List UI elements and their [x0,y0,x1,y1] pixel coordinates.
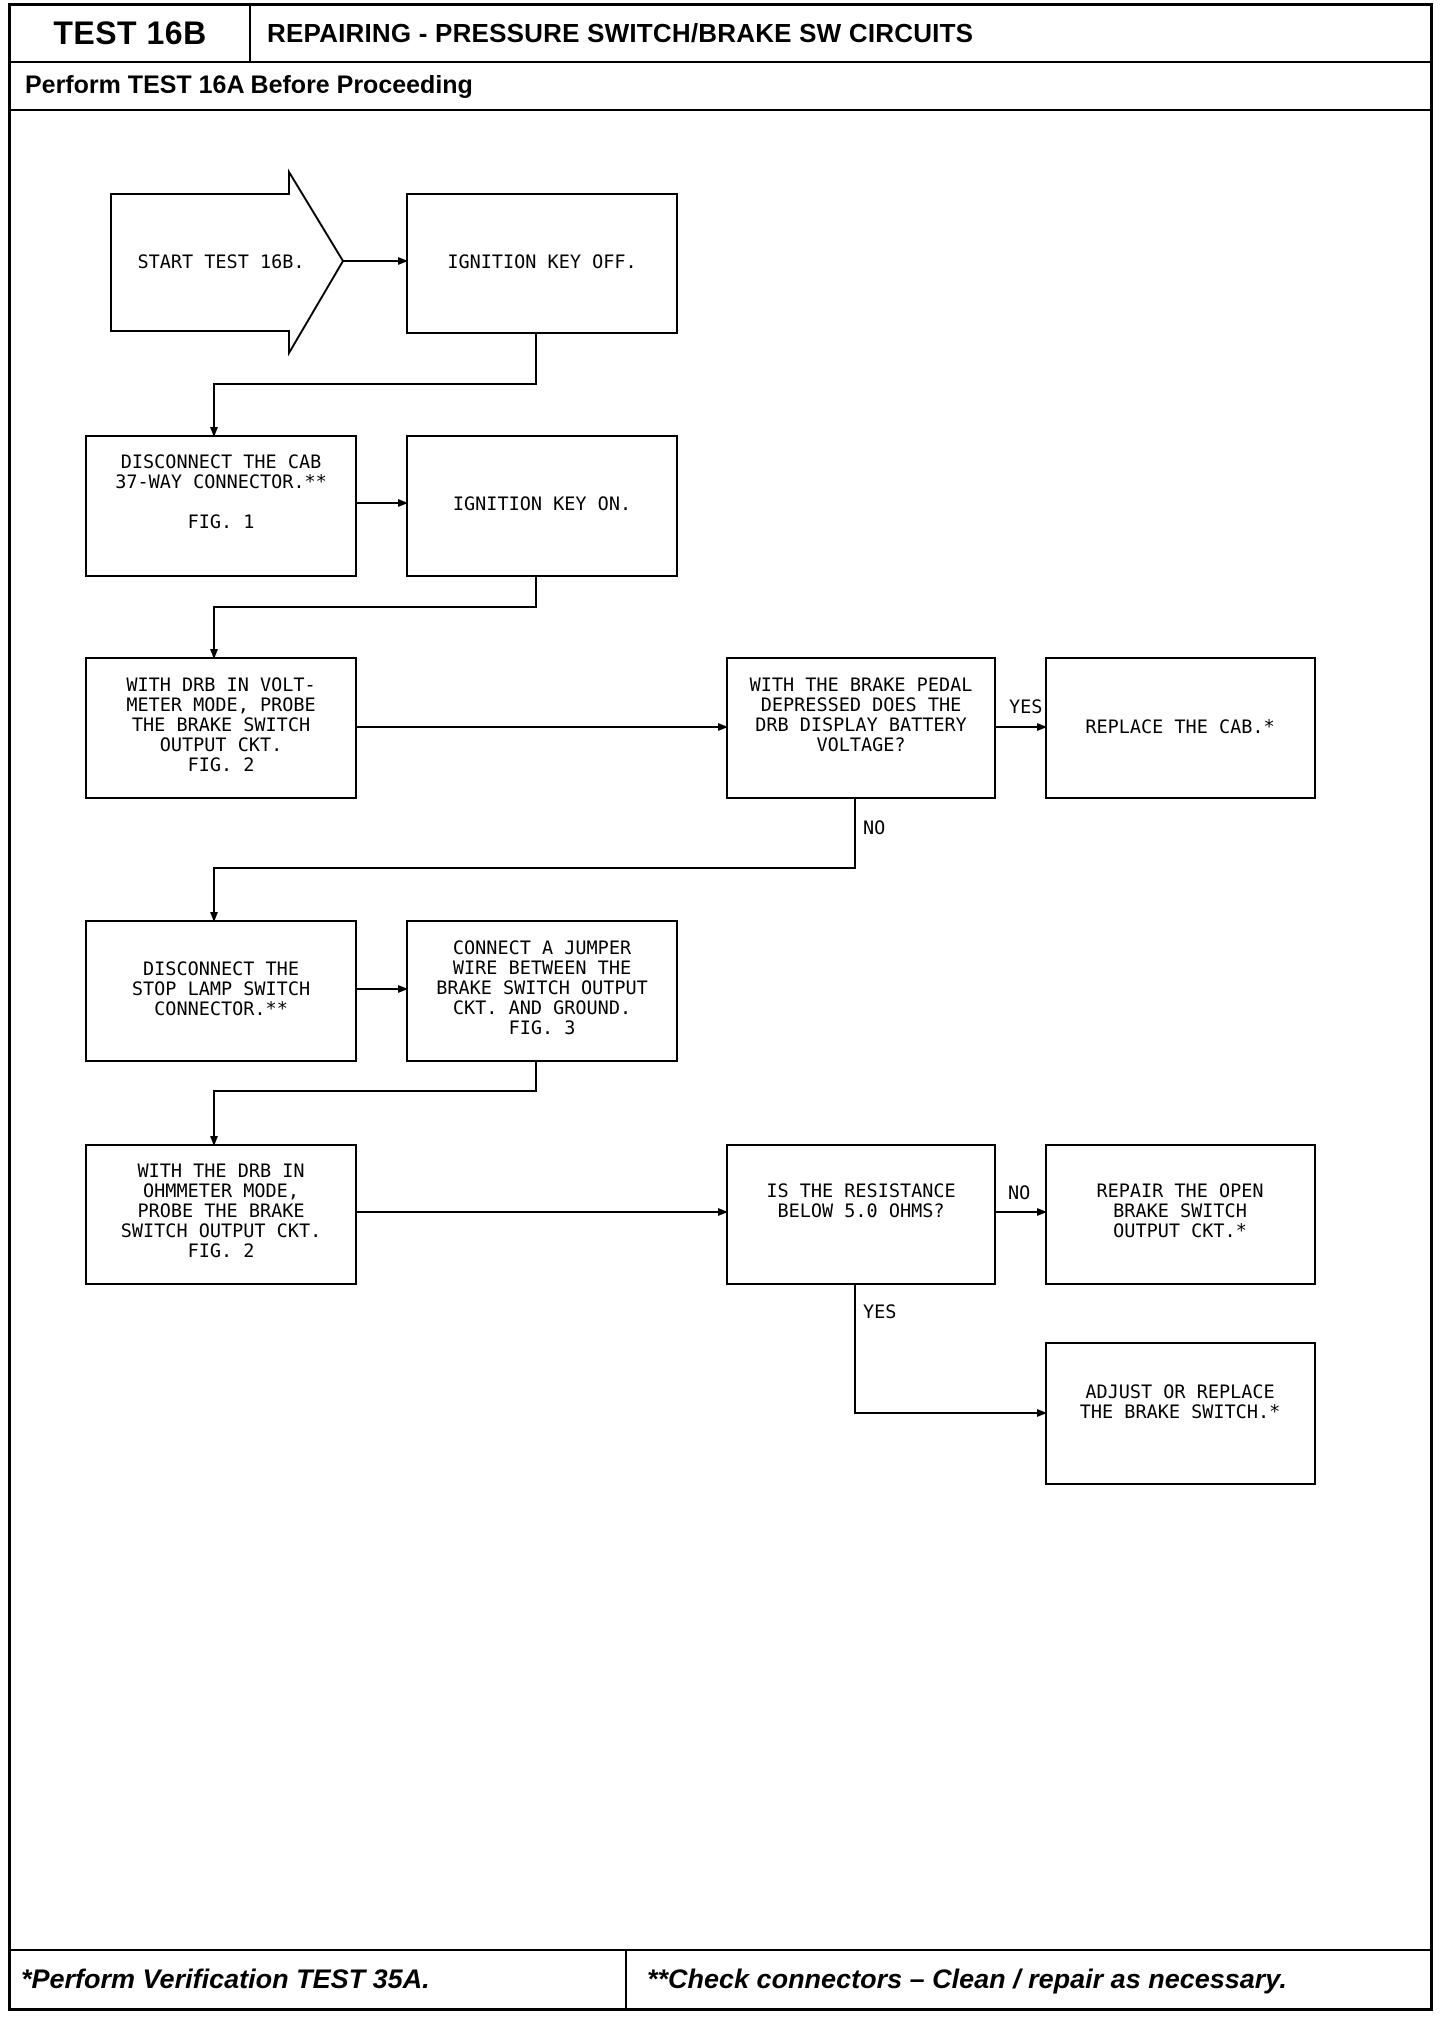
label-line: START TEST 16B. [137,252,304,273]
footer: *Perform Verification TEST 35A. **Check … [11,1949,1430,2008]
label-line: WITH THE BRAKE PEDAL [750,675,973,696]
label-line: REPAIR THE OPEN [1096,1181,1263,1202]
label-line: IS THE RESISTANCE [766,1181,955,1202]
label-yes-resistance: YES [863,1302,896,1323]
connector-no-to-disc-stop [210,798,856,922]
label-line: FIG. 2 [188,755,255,776]
text-ignition-off: IGNITION KEY OFF. [447,252,636,273]
label-line: IGNITION KEY OFF. [447,252,636,273]
label-line: DISCONNECT THE CAB [121,452,321,473]
label-line: WITH DRB IN VOLT- [126,675,315,696]
start-arrow-shape [110,168,345,357]
label-line: FIG. 2 [188,1241,255,1262]
label-line: CONNECT A JUMPER [453,938,632,959]
text-start: START TEST 16B. [137,252,304,273]
label-no-resistance: NO [1008,1183,1030,1204]
box-disconnect-stop-lamp [85,920,357,1062]
label-line: PROBE THE BRAKE [137,1201,304,1222]
connector-ignon-to-probevolt [210,576,537,659]
label-line: REPLACE THE CAB.* [1085,717,1274,738]
label-line: DEPRESSED DOES THE [761,695,961,716]
label-line: OUTPUT CKT.* [1113,1221,1247,1242]
label-line: SWITCH OUTPUT CKT. [121,1221,321,1242]
label-line: WITH THE DRB IN [137,1161,304,1182]
label-line: BELOW 5.0 OHMS? [777,1201,944,1222]
label-line: THE BRAKE SWITCH.* [1080,1402,1280,1423]
label-line: DISCONNECT THE [143,959,299,980]
verification-note: *Perform Verification TEST 35A. [11,1951,627,2008]
label-line: ADJUST OR REPLACE [1085,1382,1274,1403]
label-yes-battery: YES [1009,697,1042,718]
box-disconnect-cab [85,435,357,577]
test-title: REPAIRING - PRESSURE SWITCH/BRAKE SW CIR… [267,18,974,48]
label-line: FIG. 3 [509,1018,576,1039]
label-line: WIRE BETWEEN THE [453,958,631,979]
label-line: METER MODE, PROBE [126,695,315,716]
label-line: OUTPUT CKT. [160,735,283,756]
prerequisite-note: Perform TEST 16A Before Proceeding [11,61,1430,111]
text-replace-cab: REPLACE THE CAB.* [1085,717,1274,738]
label-line: FIG. 1 [188,512,255,533]
label-line: 37-WAY CONNECTOR.** [115,472,327,493]
header-row: TEST 16B REPAIRING - PRESSURE SWITCH/BRA… [11,6,1430,63]
label-line: THE BRAKE SWITCH [132,715,310,736]
label-line: CKT. AND GROUND. [453,998,631,1019]
test-id: TEST 16B [11,6,251,61]
diagnostic-sheet: TEST 16B REPAIRING - PRESSURE SWITCH/BRA… [8,3,1433,2011]
connector-jumper-to-probeohm [210,1061,537,1146]
label-line: BRAKE SWITCH OUTPUT [436,978,648,999]
text-ignition-on: IGNITION KEY ON. [453,494,631,515]
label-line: STOP LAMP SWITCH [132,979,310,1000]
connector-note: **Check connectors – Clean / repair as n… [647,1964,1287,1994]
label-no-battery: NO [863,818,885,839]
label-line: DRB DISPLAY BATTERY [755,715,967,736]
label-line: IGNITION KEY ON. [453,494,631,515]
label-line: CONNECTOR.** [154,999,288,1020]
box-probe-ohmmeter [85,1144,357,1285]
connector-ignoff-to-disccab [210,333,537,437]
label-line: VOLTAGE? [816,735,905,756]
connector-yes-to-adjust [854,1284,1047,1417]
label-line: BRAKE SWITCH [1113,1201,1247,1222]
label-line: OHMMETER MODE, [143,1181,299,1202]
